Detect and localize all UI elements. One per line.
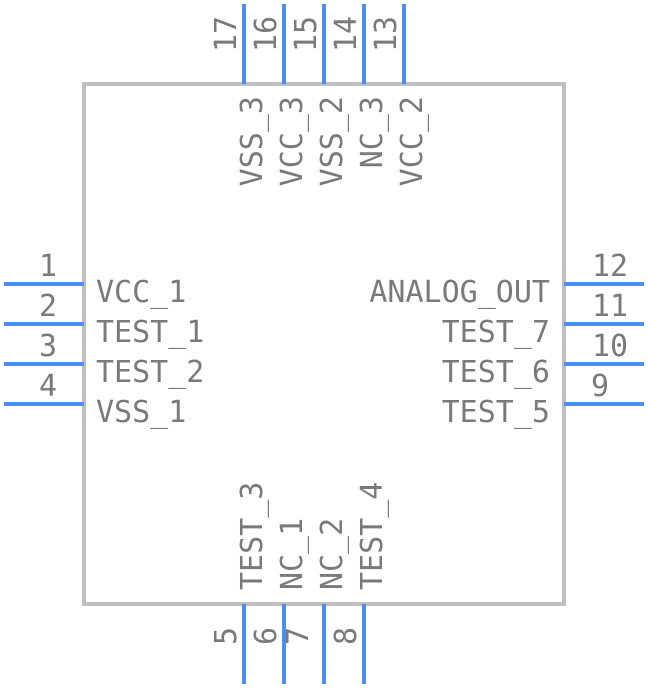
pin-5-number: 5 [209, 627, 244, 645]
pin-11-label: TEST_7 [442, 315, 550, 350]
pin-17-label: VSS_3 [235, 96, 270, 186]
pin-14[interactable]: 14 NC_3 [329, 4, 390, 168]
pin-1-label: VCC_1 [96, 275, 186, 310]
pin-7[interactable]: 7 NC_2 [281, 518, 350, 684]
pin-3[interactable]: 3 TEST_2 [4, 329, 204, 390]
pin-8[interactable]: 8 TEST_4 [329, 482, 390, 684]
pin-10-number: 10 [592, 329, 628, 364]
pin-9-label: TEST_5 [442, 395, 550, 430]
pin-5[interactable]: 5 TEST_3 [209, 482, 270, 684]
pin-16[interactable]: 16 VCC_3 [249, 4, 310, 186]
pin-4[interactable]: 4 VSS_1 [4, 369, 186, 430]
pin-14-label: NC_3 [355, 96, 390, 168]
pin-14-number: 14 [329, 16, 364, 52]
pin-15[interactable]: 15 VSS_2 [289, 4, 350, 186]
pin-10[interactable]: 10 TEST_6 [442, 329, 644, 390]
pin-10-label: TEST_6 [442, 355, 550, 390]
pin-1[interactable]: 1 VCC_1 [4, 249, 186, 310]
pin-16-number: 16 [249, 16, 284, 52]
pin-3-label: TEST_2 [96, 355, 204, 390]
pin-11[interactable]: 11 TEST_7 [442, 289, 644, 350]
pin-4-label: VSS_1 [96, 395, 186, 430]
pin-2[interactable]: 2 TEST_1 [4, 289, 204, 350]
pin-8-number: 8 [329, 627, 364, 645]
pin-7-number: 7 [281, 627, 316, 645]
pin-15-label: VSS_2 [315, 96, 350, 186]
pin-16-label: VCC_3 [275, 96, 310, 186]
pin-8-label: TEST_4 [355, 482, 390, 590]
pin-13[interactable]: 13 VCC_2 [369, 4, 430, 186]
pin-1-number: 1 [39, 249, 57, 284]
pin-4-number: 4 [39, 369, 57, 404]
pin-9-number: 9 [591, 369, 609, 404]
pin-11-number: 11 [592, 289, 628, 324]
pin-3-number: 3 [39, 329, 57, 364]
pin-12[interactable]: 12 ANALOG_OUT [369, 249, 644, 310]
pin-12-number: 12 [592, 249, 628, 284]
pin-15-number: 15 [289, 16, 324, 52]
pin-2-label: TEST_1 [96, 315, 204, 350]
pin-6[interactable]: 6 NC_1 [249, 518, 310, 684]
pin-2-number: 2 [39, 289, 57, 324]
pin-7-label: NC_2 [315, 518, 350, 590]
pin-6-label: NC_1 [275, 518, 310, 590]
pin-13-label: VCC_2 [395, 96, 430, 186]
pin-17[interactable]: 17 VSS_3 [209, 4, 270, 186]
pin-5-label: TEST_3 [235, 482, 270, 590]
pin-6-number: 6 [249, 627, 284, 645]
pin-12-label: ANALOG_OUT [369, 275, 550, 310]
pin-9[interactable]: 9 TEST_5 [442, 369, 644, 430]
pin-13-number: 13 [369, 16, 404, 52]
pin-17-number: 17 [209, 16, 244, 52]
